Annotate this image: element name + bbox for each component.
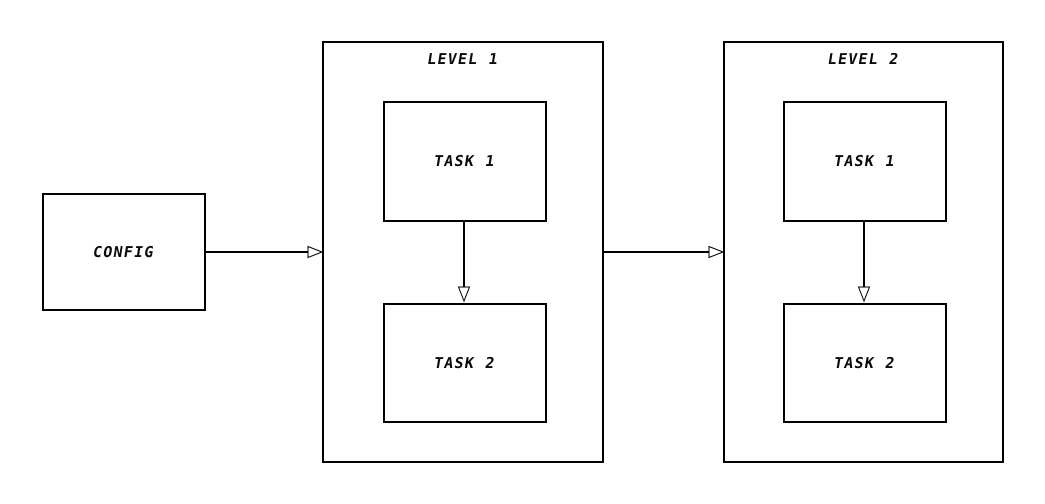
node-level1-task-2-label: TASK 2: [432, 353, 498, 372]
cluster-level-1-label: LEVEL 1: [425, 50, 501, 68]
node-level2-task-2-label: TASK 2: [832, 353, 898, 372]
node-config-label: CONFIG: [91, 242, 157, 261]
node-config[interactable]: CONFIG: [42, 193, 206, 311]
arrowhead-icon: [708, 245, 725, 259]
node-level2-task-2[interactable]: TASK 2: [783, 303, 947, 423]
cluster-level-1[interactable]: LEVEL 1 TASK 1 TASK 2: [322, 41, 604, 463]
node-level1-task-2[interactable]: TASK 2: [383, 303, 547, 423]
edge-config-to-level1: [206, 245, 324, 259]
node-level2-task-1[interactable]: TASK 1: [783, 101, 947, 222]
arrowhead-icon: [307, 245, 324, 259]
cluster-level-2-label: LEVEL 2: [826, 50, 901, 68]
edge-level1-to-level2: [604, 245, 725, 259]
node-level2-task-1-label: TASK 1: [832, 152, 898, 170]
cluster-level-2[interactable]: LEVEL 2 TASK 1 TASK 2: [723, 41, 1004, 463]
node-level1-task-1-label: TASK 1: [432, 152, 498, 170]
node-level1-task-1[interactable]: TASK 1: [383, 101, 547, 222]
